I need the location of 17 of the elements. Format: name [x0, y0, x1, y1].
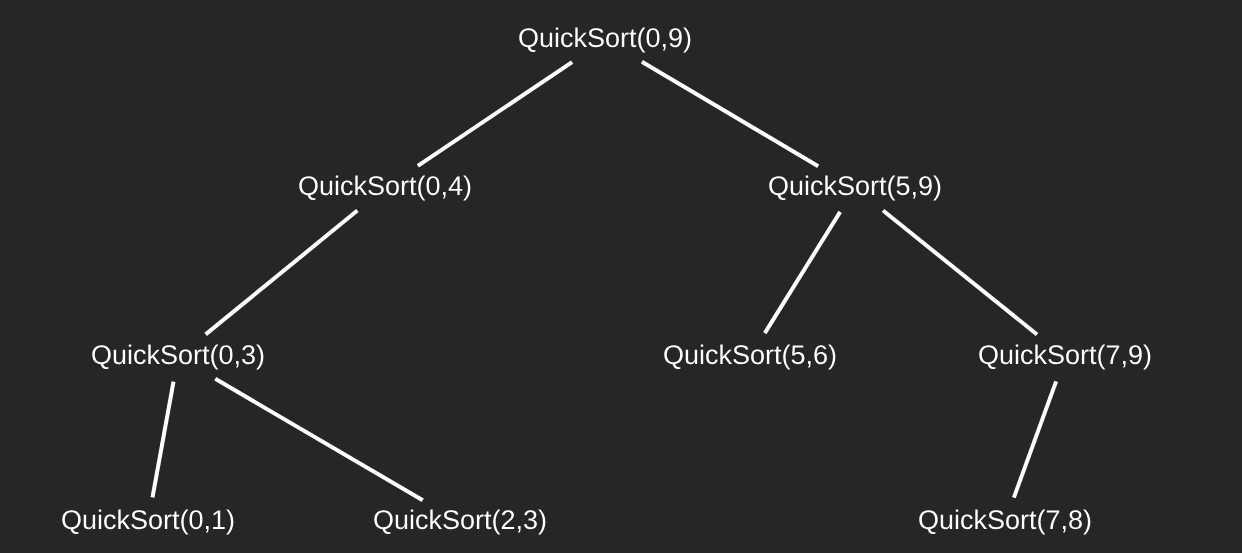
node-label: QuickSort(0,9) — [519, 27, 691, 53]
branch-line — [763, 210, 842, 335]
node-label: QuickSort(0,3) — [92, 344, 264, 370]
node-label: QuickSort(0,4) — [299, 175, 471, 201]
branch-line — [640, 60, 820, 168]
branch-line — [150, 381, 176, 498]
branch-line — [214, 377, 424, 502]
branch-line — [204, 209, 359, 336]
node-label: QuickSort(7,9) — [979, 344, 1151, 370]
node-label: QuickSort(0,1) — [62, 509, 234, 535]
branch-line — [1012, 380, 1058, 499]
node-label: QuickSort(2,3) — [374, 509, 546, 535]
node-label: QuickSort(5,6) — [664, 344, 836, 370]
branch-line — [416, 60, 574, 168]
node-label: QuickSort(5,9) — [769, 175, 941, 201]
branch-line — [881, 208, 1039, 336]
node-label: QuickSort(7,8) — [919, 509, 1091, 535]
